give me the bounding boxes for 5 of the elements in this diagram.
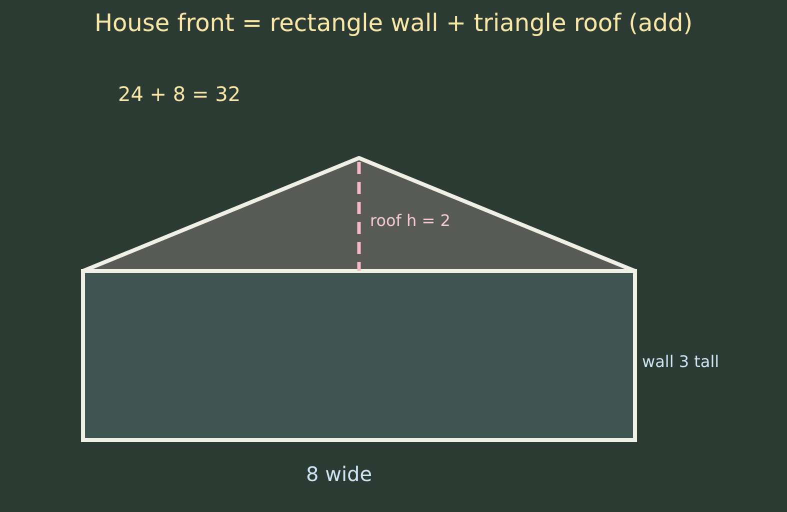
height-label: wall 3 tall (642, 352, 720, 372)
height-label: roof h = 2 (370, 211, 450, 230)
title: House front = rectangle wall + triangle roof (add) (93, 9, 694, 38)
equation-text: 24 + 8 = 32 (118, 82, 241, 106)
width-label: 8 wide (305, 462, 373, 486)
